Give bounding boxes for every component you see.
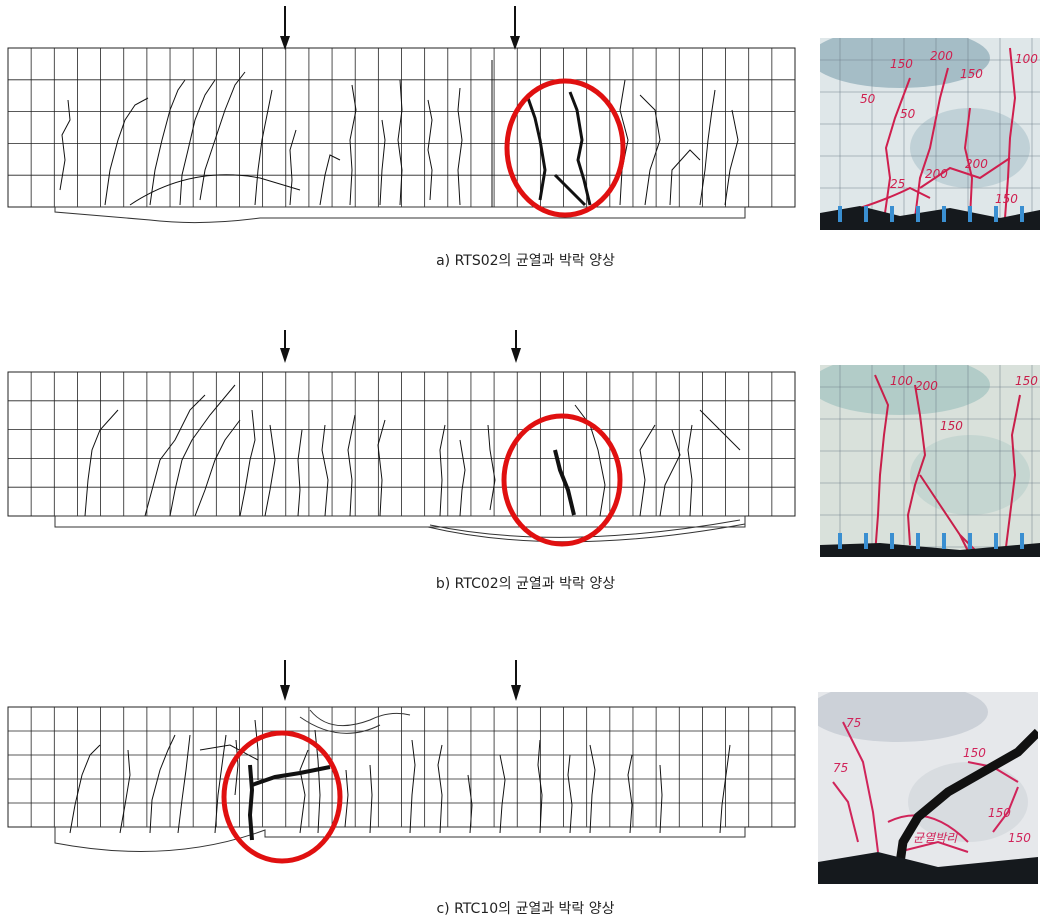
crack-photo: 150 200 150 50 50 25 200 200 150 100 bbox=[820, 38, 1040, 230]
highlight-circle bbox=[504, 78, 626, 218]
beam-grid bbox=[7, 371, 796, 517]
beam-drawing-c bbox=[7, 660, 796, 864]
spalling-outline bbox=[54, 206, 746, 224]
crack-load-label: 150 bbox=[960, 67, 983, 81]
figure-caption: c) RTC10의 균열과 박락 양상 bbox=[436, 901, 615, 917]
beam-drawing-a bbox=[7, 6, 796, 224]
major-crack bbox=[553, 449, 576, 516]
crack-photo: 75 75 150 150 150 균열박리 bbox=[818, 692, 1038, 884]
panel-a: 150 200 150 50 50 25 200 200 150 100 a) RTS02의 균열… bbox=[0, 0, 1051, 280]
crack-load-label: 150 bbox=[1015, 374, 1038, 388]
crack-pattern bbox=[84, 384, 741, 517]
spalled-crack bbox=[893, 728, 1038, 878]
crack-load-label: 150 bbox=[890, 57, 913, 71]
crack-load-label: 150 bbox=[995, 192, 1018, 206]
crack-load-label: 150 bbox=[940, 419, 963, 433]
crack-load-label: 200 bbox=[915, 379, 938, 393]
crack-load-label: 100 bbox=[890, 374, 913, 388]
figure-caption: b) RTC02의 균열과 박락 양상 bbox=[435, 576, 616, 592]
crack-pattern bbox=[69, 719, 731, 834]
crack-load-label: 50 bbox=[860, 92, 876, 106]
marked-crack bbox=[874, 374, 890, 556]
marked-crack bbox=[1004, 47, 1017, 219]
crack-load-label: 200 bbox=[925, 167, 948, 181]
crack-load-label: 200 bbox=[965, 157, 988, 171]
beam-grid bbox=[7, 706, 796, 828]
panel-c: 75 75 150 150 150 균열박리 c) RTC10의 균열과 박락 양상 bbox=[0, 655, 1051, 918]
load-arrow bbox=[280, 6, 290, 50]
crack-pattern bbox=[59, 60, 739, 207]
load-arrow bbox=[280, 660, 290, 701]
crack-load-label: 75 bbox=[846, 716, 861, 730]
crack-load-label: 150 bbox=[988, 806, 1011, 820]
load-arrow bbox=[511, 330, 521, 363]
spalling-outline bbox=[54, 515, 746, 543]
highlight-circle bbox=[221, 730, 343, 864]
marked-crack bbox=[963, 107, 974, 219]
spalling-outline bbox=[54, 709, 746, 852]
marked-crack bbox=[906, 384, 927, 546]
marked-crack bbox=[1004, 394, 1021, 556]
crack-load-label: 150 bbox=[1008, 831, 1031, 845]
crack-load-label: 25 bbox=[890, 177, 905, 191]
beam-grid bbox=[7, 47, 796, 208]
marked-crack bbox=[919, 157, 1011, 189]
marked-crack bbox=[897, 840, 969, 853]
marked-crack bbox=[859, 186, 931, 209]
crack-load-label: 150 bbox=[963, 746, 986, 760]
load-arrow bbox=[511, 660, 521, 701]
beam-drawing-b bbox=[7, 330, 796, 547]
marked-crack bbox=[842, 721, 879, 853]
load-arrow bbox=[510, 6, 520, 50]
crack-load-label: 50 bbox=[900, 107, 916, 121]
crack-load-label: 75 bbox=[833, 761, 848, 775]
highlight-circle bbox=[501, 413, 623, 547]
crack-load-label: 100 bbox=[1015, 52, 1038, 66]
major-crack bbox=[247, 764, 331, 841]
crack-load-label: 균열박리 bbox=[913, 831, 958, 845]
marked-crack bbox=[992, 786, 1019, 833]
major-crack bbox=[526, 91, 592, 207]
load-arrow bbox=[280, 330, 290, 363]
crack-load-label: 200 bbox=[930, 49, 953, 63]
marked-crack bbox=[884, 77, 911, 214]
marked-crack bbox=[832, 781, 859, 843]
marked-crack bbox=[887, 814, 969, 843]
figure-caption: a) RTS02의 균열과 박락 양상 bbox=[436, 253, 615, 269]
